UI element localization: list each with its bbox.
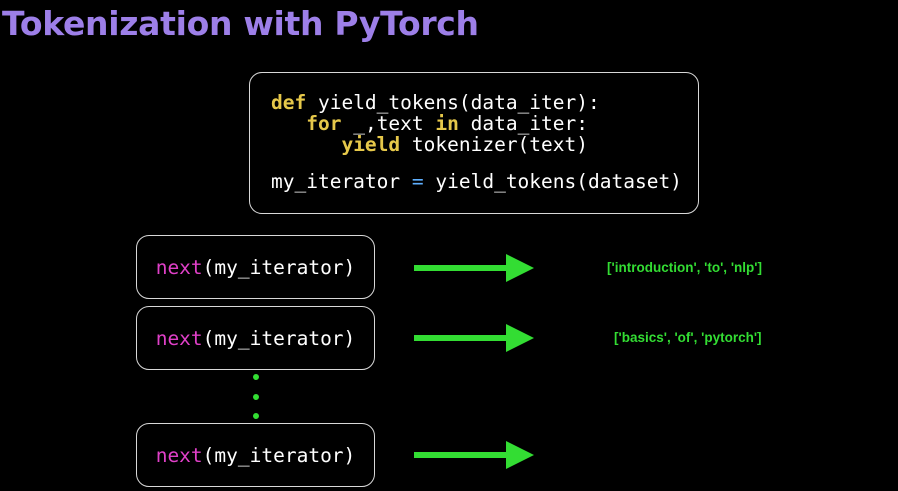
next-call-box-3: next(my_iterator) (136, 423, 375, 487)
right-arrow-icon (414, 254, 534, 282)
result-tokens-2: ['basics', 'of', 'pytorch'] (614, 330, 762, 345)
code-line-3-rest: tokenizer(text) (400, 133, 588, 156)
next-args-1: (my_iterator) (202, 255, 356, 279)
code-line-4-rhs: yield_tokens(dataset) (423, 170, 682, 193)
keyword-in: in (435, 112, 459, 135)
keyword-for: for (306, 112, 342, 135)
code-line-4: my_iterator = yield_tokens(dataset) (271, 171, 682, 192)
indent (271, 112, 306, 135)
ellipsis-dot (253, 394, 259, 400)
keyword-def: def (271, 91, 307, 114)
result-tokens-1: ['introduction', 'to', 'nlp'] (607, 260, 762, 275)
code-text: def yield_tokens(data_iter): for _,text … (271, 92, 682, 192)
next-call-box-2: next(my_iterator) (136, 306, 375, 370)
next-function-2: next (155, 326, 203, 350)
right-arrow-icon (414, 324, 534, 352)
code-line-3: yield tokenizer(text) (271, 134, 682, 155)
code-line-1: def yield_tokens(data_iter): (271, 92, 682, 113)
right-arrow-icon (414, 441, 534, 469)
indent (271, 133, 341, 156)
ellipsis-dot (253, 413, 259, 419)
next-args-3: (my_iterator) (202, 443, 356, 467)
code-line-2-mid: _,text (341, 112, 436, 135)
code-line-1-rest: yield_tokens(data_iter): (306, 91, 600, 114)
next-call-box-1: next(my_iterator) (136, 235, 375, 299)
ellipsis-dot (253, 374, 259, 380)
slide-title: Tokenization with PyTorch (2, 4, 479, 43)
code-block (249, 72, 699, 214)
code-line-4-lhs: my_iterator (271, 170, 412, 193)
code-line-2-rest: data_iter: (458, 112, 589, 135)
next-function-3: next (155, 443, 203, 467)
keyword-yield: yield (341, 133, 401, 156)
assign-operator: = (411, 170, 424, 193)
next-args-2: (my_iterator) (202, 326, 356, 350)
next-function-1: next (155, 255, 203, 279)
code-line-2: for _,text in data_iter: (271, 113, 682, 134)
